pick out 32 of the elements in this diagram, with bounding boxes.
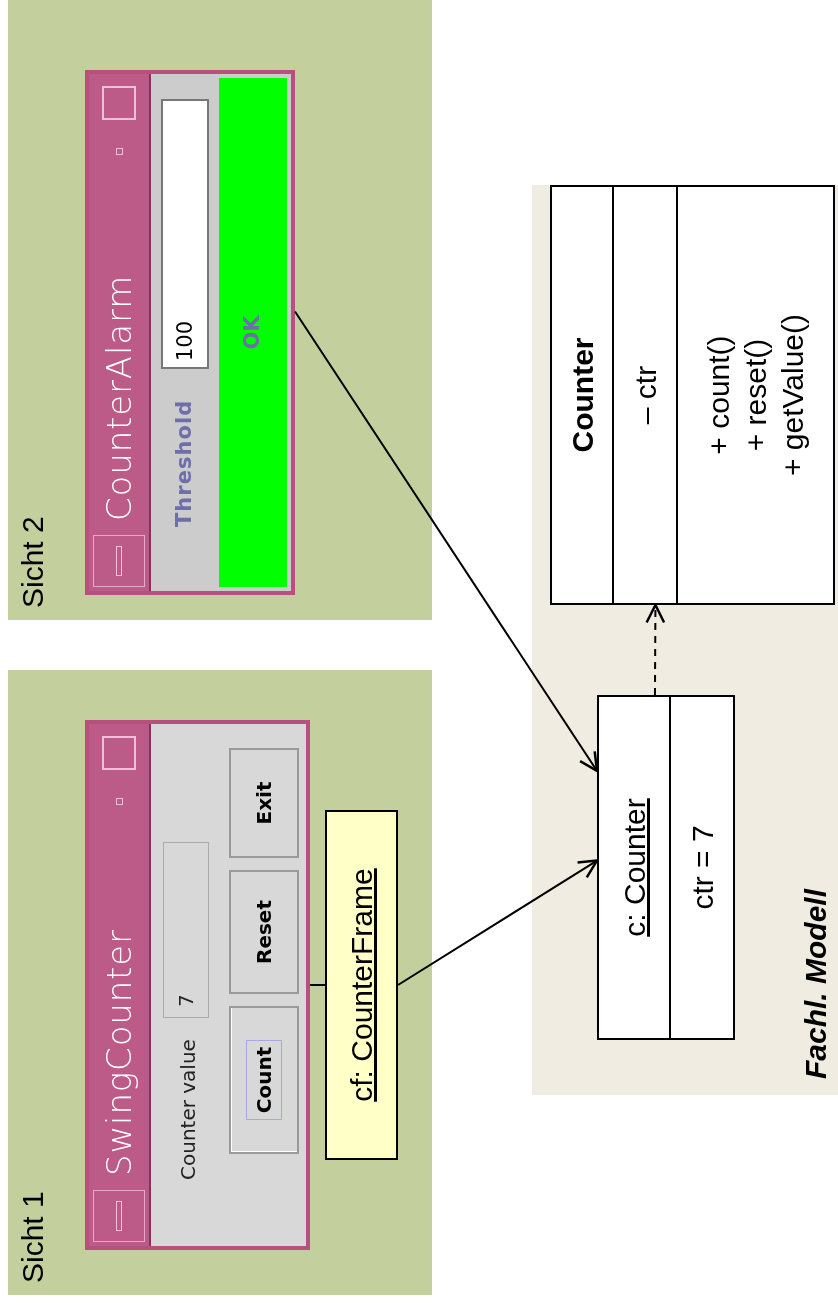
object-box [597,695,735,1040]
text-field: 100 [161,99,209,369]
class-box [550,185,835,605]
status-bar: OK [219,78,287,587]
arrow [397,859,599,986]
operation: + reset() [738,338,773,452]
app-window [85,70,295,595]
object-name: c: Counter [616,798,652,937]
class-name: Counter [564,337,600,453]
operation: + getValue() [775,314,810,477]
object-name: cf: CounterFrame [344,868,379,1102]
view-panel [8,0,432,620]
panel-heading: Sicht 2 [15,516,50,608]
text-field: 7 [163,842,209,1018]
panel-heading: Sicht 1 [15,1191,50,1283]
panel-heading: Fachl. Modell [797,888,833,1079]
window-title: CounterAlarm [102,274,136,521]
object-box [325,810,398,1160]
attribute: – ctr [627,365,663,425]
arrow [294,310,599,773]
field-label: Counter value [175,1039,201,1180]
field-label: Threshold [171,399,197,527]
attribute-value: ctr = 7 [684,825,720,910]
arrow [645,603,666,696]
app-window [85,720,310,1250]
operation: + count() [701,335,736,455]
view-panel [532,185,838,1095]
push-button: Reset [229,870,299,994]
window-title: SwingCounter [102,929,136,1176]
push-button: Count [229,1006,299,1154]
view-panel [8,670,432,1295]
push-button: Exit [229,748,299,858]
